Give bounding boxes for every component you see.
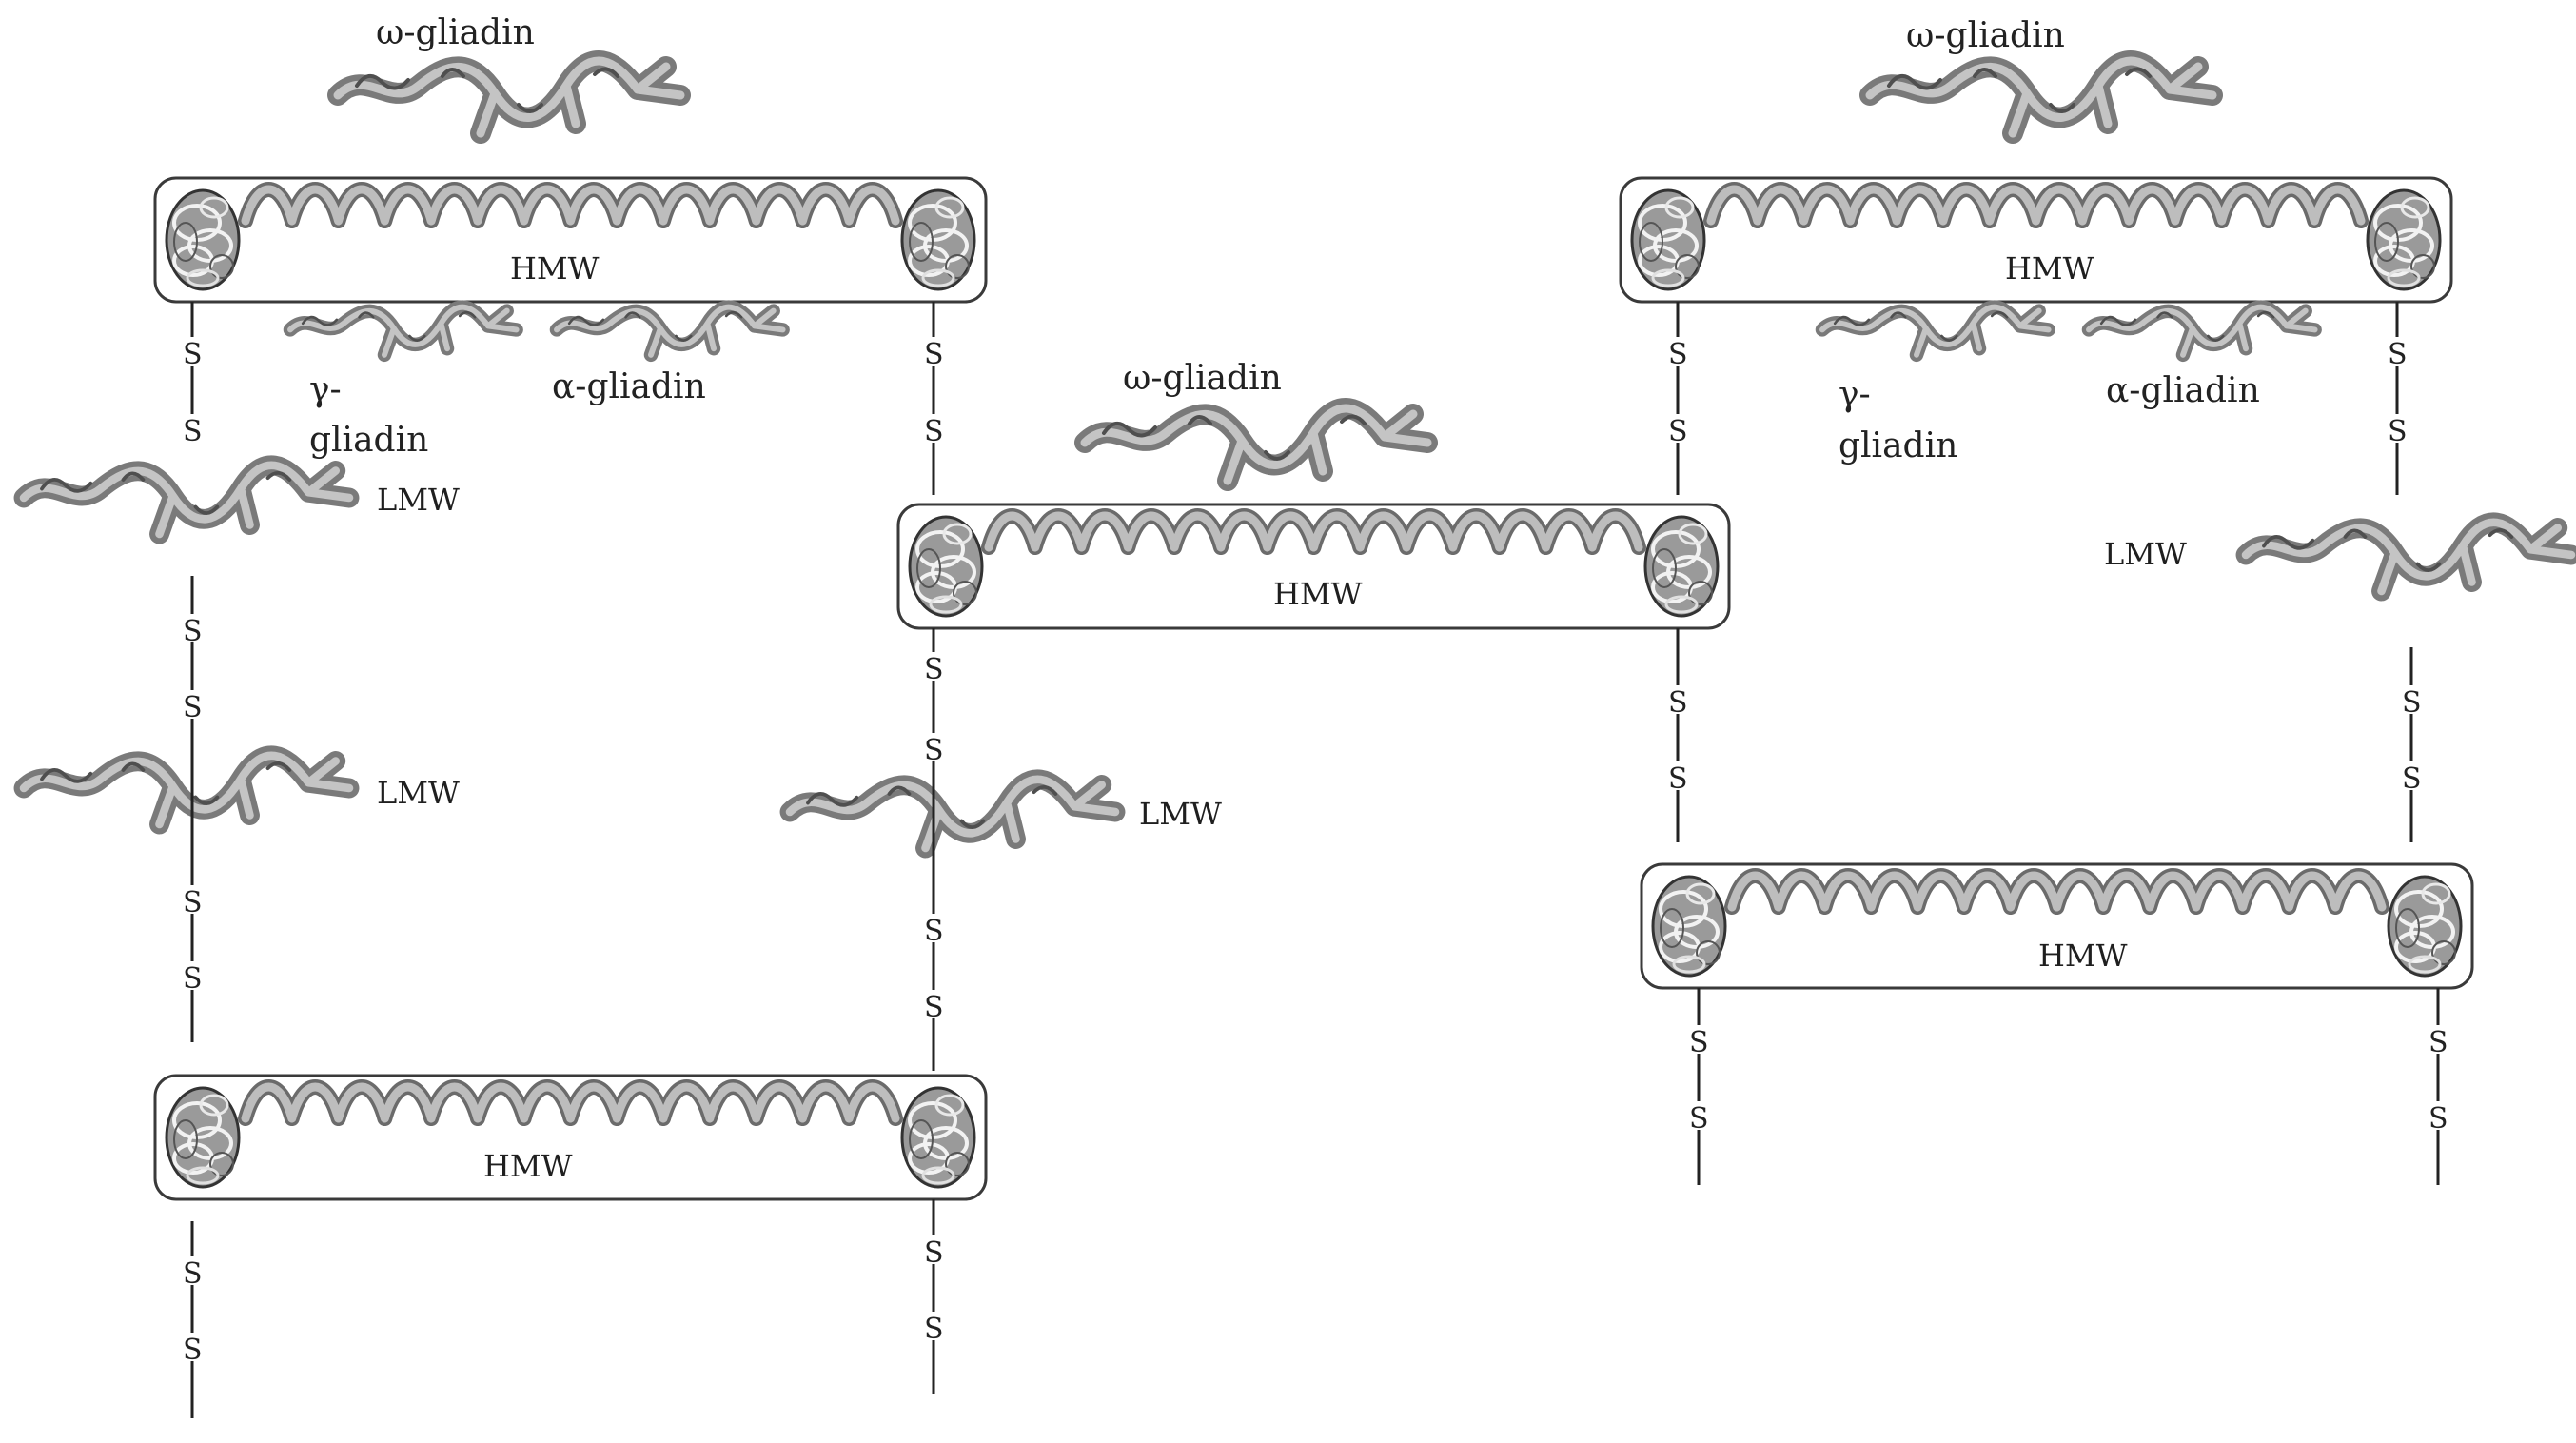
hmw-box: [1619, 176, 2453, 304]
sulfur-atom: S: [2429, 1026, 2448, 1059]
omega-gliadin-label-3: ω-gliadin: [1123, 359, 1282, 398]
helix-ribbon: [1706, 185, 2366, 226]
labels: ω-gliadin ω-gliadin ω-gliadin γ- gliadin…: [309, 13, 2260, 1184]
globular-domain-n: [1630, 188, 1706, 291]
hmw-label-3: HMW: [1273, 576, 1363, 612]
disulfide-bond-4: SS: [2388, 302, 2408, 495]
globular-domain-c: [2387, 875, 2463, 978]
sulfur-atom: S: [2402, 686, 2422, 720]
protein-coil-2: [1870, 61, 2212, 133]
gamma-gliadin-label-2b: gliadin: [1839, 426, 1957, 465]
protein-coil-7: [2089, 307, 2315, 355]
omega-gliadin-label-2: ω-gliadin: [1906, 16, 2065, 55]
disulfide-bond-8: SS: [2402, 647, 2422, 842]
lmw-label-1: LMW: [377, 482, 460, 518]
sulfur-atom: S: [924, 1236, 944, 1270]
alpha-gliadin-label-1: α-gliadin: [552, 367, 706, 406]
alpha-gliadin-label-2: α-gliadin: [2106, 371, 2260, 410]
protein-coil-6: [1822, 307, 2049, 355]
lmw-label-3: LMW: [1139, 796, 1222, 832]
protein-coil-10: [790, 780, 1115, 848]
hmw-label-4: HMW: [2038, 938, 2128, 974]
sulfur-atom: S: [1689, 1026, 1709, 1059]
sulfur-atom: S: [1668, 338, 1688, 371]
disulfide-bond-7: SS: [1668, 628, 1688, 842]
sulfur-atom: S: [924, 1313, 944, 1346]
hmw-box: [896, 503, 1731, 630]
sulfur-atom: S: [2388, 338, 2408, 371]
sulfur-atom: S: [183, 415, 203, 448]
sulfur-atom: S: [1668, 686, 1688, 720]
disulfide-bond-1: SS: [183, 302, 203, 448]
sulfur-atom: S: [1668, 415, 1688, 448]
hmw-subunit-2: [1619, 176, 2453, 304]
sulfur-atom: S: [183, 691, 203, 724]
disulfide-bond-12: SS: [924, 1199, 944, 1394]
helix-ribbon: [984, 511, 1643, 552]
sulfur-atom: S: [2402, 762, 2422, 796]
helix-ribbon: [241, 185, 900, 226]
sulfur-atom: S: [2388, 415, 2408, 448]
sulfur-atom: S: [183, 886, 203, 919]
sulfur-atom: S: [183, 1334, 203, 1367]
hmw-label-5: HMW: [483, 1148, 573, 1184]
sulfur-atom: S: [924, 653, 944, 686]
sulfur-atom: S: [924, 338, 944, 371]
disulfide-bond-5: S S S S: [183, 576, 203, 1042]
omega-gliadin-label-1: ω-gliadin: [376, 13, 535, 52]
sulfur-atom: S: [1689, 1102, 1709, 1136]
hmw-box: [153, 1074, 988, 1201]
protein-coil-5: [557, 307, 783, 355]
hmw-subunits: [153, 176, 2474, 1201]
helix-ribbon: [1727, 871, 2387, 912]
globular-domain-c: [1643, 515, 1720, 618]
disulfide-bond-11: SS: [183, 1221, 203, 1418]
globular-domain-n: [1651, 875, 1727, 978]
globular-domain-n: [908, 515, 984, 618]
lmw-label-2: LMW: [377, 775, 460, 811]
globular-domain-n: [165, 188, 241, 291]
disulfide-bond-2: SS: [924, 302, 944, 495]
helix-ribbon: [241, 1082, 900, 1123]
hmw-label-2: HMW: [2005, 250, 2094, 287]
globular-domain-c: [900, 1086, 976, 1189]
globular-domain-c: [2366, 188, 2442, 291]
protein-coil-9: [24, 756, 349, 824]
protein-coil-8: [24, 465, 349, 534]
sulfur-atom: S: [924, 915, 944, 948]
disulfide-bond-10: SS: [2429, 988, 2448, 1185]
hmw-box: [153, 176, 988, 304]
disulfide-bond-9: SS: [1689, 988, 1709, 1185]
protein-coil-11: [2246, 523, 2571, 591]
hmw-subunit-1: [153, 176, 988, 304]
protein-coil-1: [338, 61, 680, 133]
protein-coil-4: [290, 307, 517, 355]
sulfur-atom: S: [2429, 1102, 2448, 1136]
sulfur-atom: S: [924, 991, 944, 1024]
sulfur-atom: S: [183, 615, 203, 648]
globular-domain-c: [900, 188, 976, 291]
sulfur-atom: S: [924, 734, 944, 767]
gamma-gliadin-label-1a: γ-: [309, 370, 342, 409]
sulfur-atom: S: [183, 962, 203, 996]
disulfide-bond-3: SS: [1668, 302, 1688, 495]
gamma-gliadin-label-1b: gliadin: [309, 421, 428, 460]
gamma-gliadin-label-2a: γ-: [1839, 375, 1871, 414]
lmw-label-4: LMW: [2104, 536, 2187, 572]
globular-domain-n: [165, 1086, 241, 1189]
sulfur-atom: S: [924, 415, 944, 448]
sulfur-atom: S: [183, 1257, 203, 1291]
hmw-label-1: HMW: [510, 250, 600, 287]
sulfur-atom: S: [183, 338, 203, 371]
disulfide-bond-6: S S S S: [924, 628, 944, 1071]
hmw-subunit-5: [153, 1074, 988, 1201]
sulfur-atom: S: [1668, 762, 1688, 796]
protein-coil-3: [1085, 408, 1427, 481]
hmw-subunit-4: [1640, 862, 2474, 990]
hmw-subunit-3: [896, 503, 1731, 630]
hmw-box: [1640, 862, 2474, 990]
